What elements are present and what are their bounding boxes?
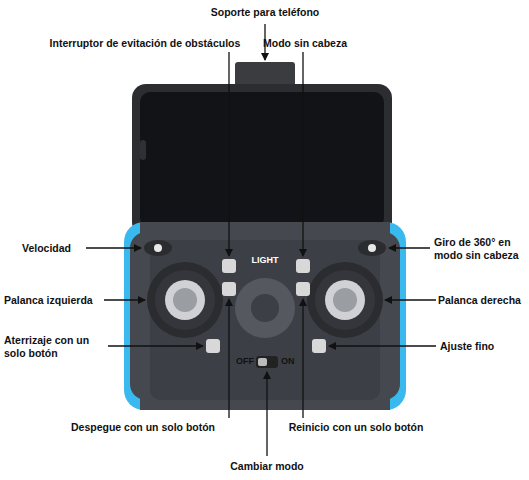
- callout-label: Interruptor de evitación de obstáculos: [25, 37, 265, 50]
- callout-label: Ajuste fino: [440, 340, 520, 353]
- callout-label: Modo sin cabeza: [260, 37, 350, 50]
- callout-label: Despegue con un solo botón: [60, 421, 226, 434]
- callout-label: Palanca derecha: [438, 294, 526, 307]
- callout-label: Cambiar modo: [207, 460, 327, 473]
- callout-label: Reinicio con un solo botón: [276, 421, 436, 434]
- brand-label: LIGHT: [245, 255, 285, 266]
- callout-label: OFF: [230, 356, 254, 367]
- callout-label: ON: [281, 356, 301, 367]
- callout-label: Aterrizaje con un solo botón: [4, 334, 106, 360]
- callout-label: Giro de 360° en modo sin cabeza: [434, 236, 526, 262]
- callout-label: Soporte para teléfono: [165, 6, 365, 19]
- callout-label: Velocidad: [22, 242, 84, 255]
- callout-label: Palanca izquierda: [4, 294, 104, 307]
